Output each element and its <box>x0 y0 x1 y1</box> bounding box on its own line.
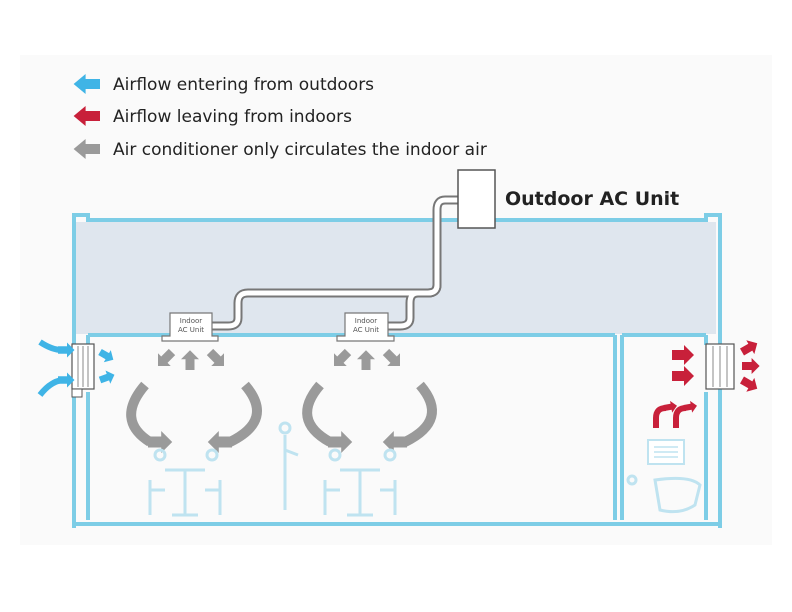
indoor-ac-unit-1: Indoor AC Unit <box>161 312 219 342</box>
dining-scene <box>148 421 702 517</box>
outdoor-ac-unit: Outdoor AC Unit <box>457 169 679 229</box>
bathroom-sign <box>647 439 685 465</box>
indoor-unit-label: AC Unit <box>178 326 204 334</box>
indoor-unit-box <box>336 312 395 342</box>
legend-label: Airflow entering from outdoors <box>113 75 374 95</box>
legend-item-circulation: Air conditioner only circulates the indo… <box>73 139 487 160</box>
legend-item-intake: Airflow entering from outdoors <box>73 74 374 95</box>
outdoor-unit-box <box>457 169 496 229</box>
legend-item-exhaust: Airflow leaving from indoors <box>73 106 352 127</box>
indoor-unit-label: Indoor <box>180 317 203 325</box>
circulation-curves <box>126 381 437 447</box>
intake-arrows <box>37 339 117 397</box>
indoor-unit-label: AC Unit <box>353 326 379 334</box>
exhaust-arrows <box>653 336 762 428</box>
indoor-ac-unit-2: Indoor AC Unit <box>336 312 395 342</box>
exhaust-vent <box>705 343 735 390</box>
legend: Airflow entering from outdoors Airflow l… <box>73 74 487 160</box>
indoor-unit-box <box>161 312 219 342</box>
intake-vent <box>71 343 95 398</box>
legend-label: Air conditioner only circulates the indo… <box>113 140 487 160</box>
legend-label: Airflow leaving from indoors <box>113 107 352 127</box>
outdoor-unit-label: Outdoor AC Unit <box>505 188 679 210</box>
indoor-unit-label: Indoor <box>355 317 378 325</box>
